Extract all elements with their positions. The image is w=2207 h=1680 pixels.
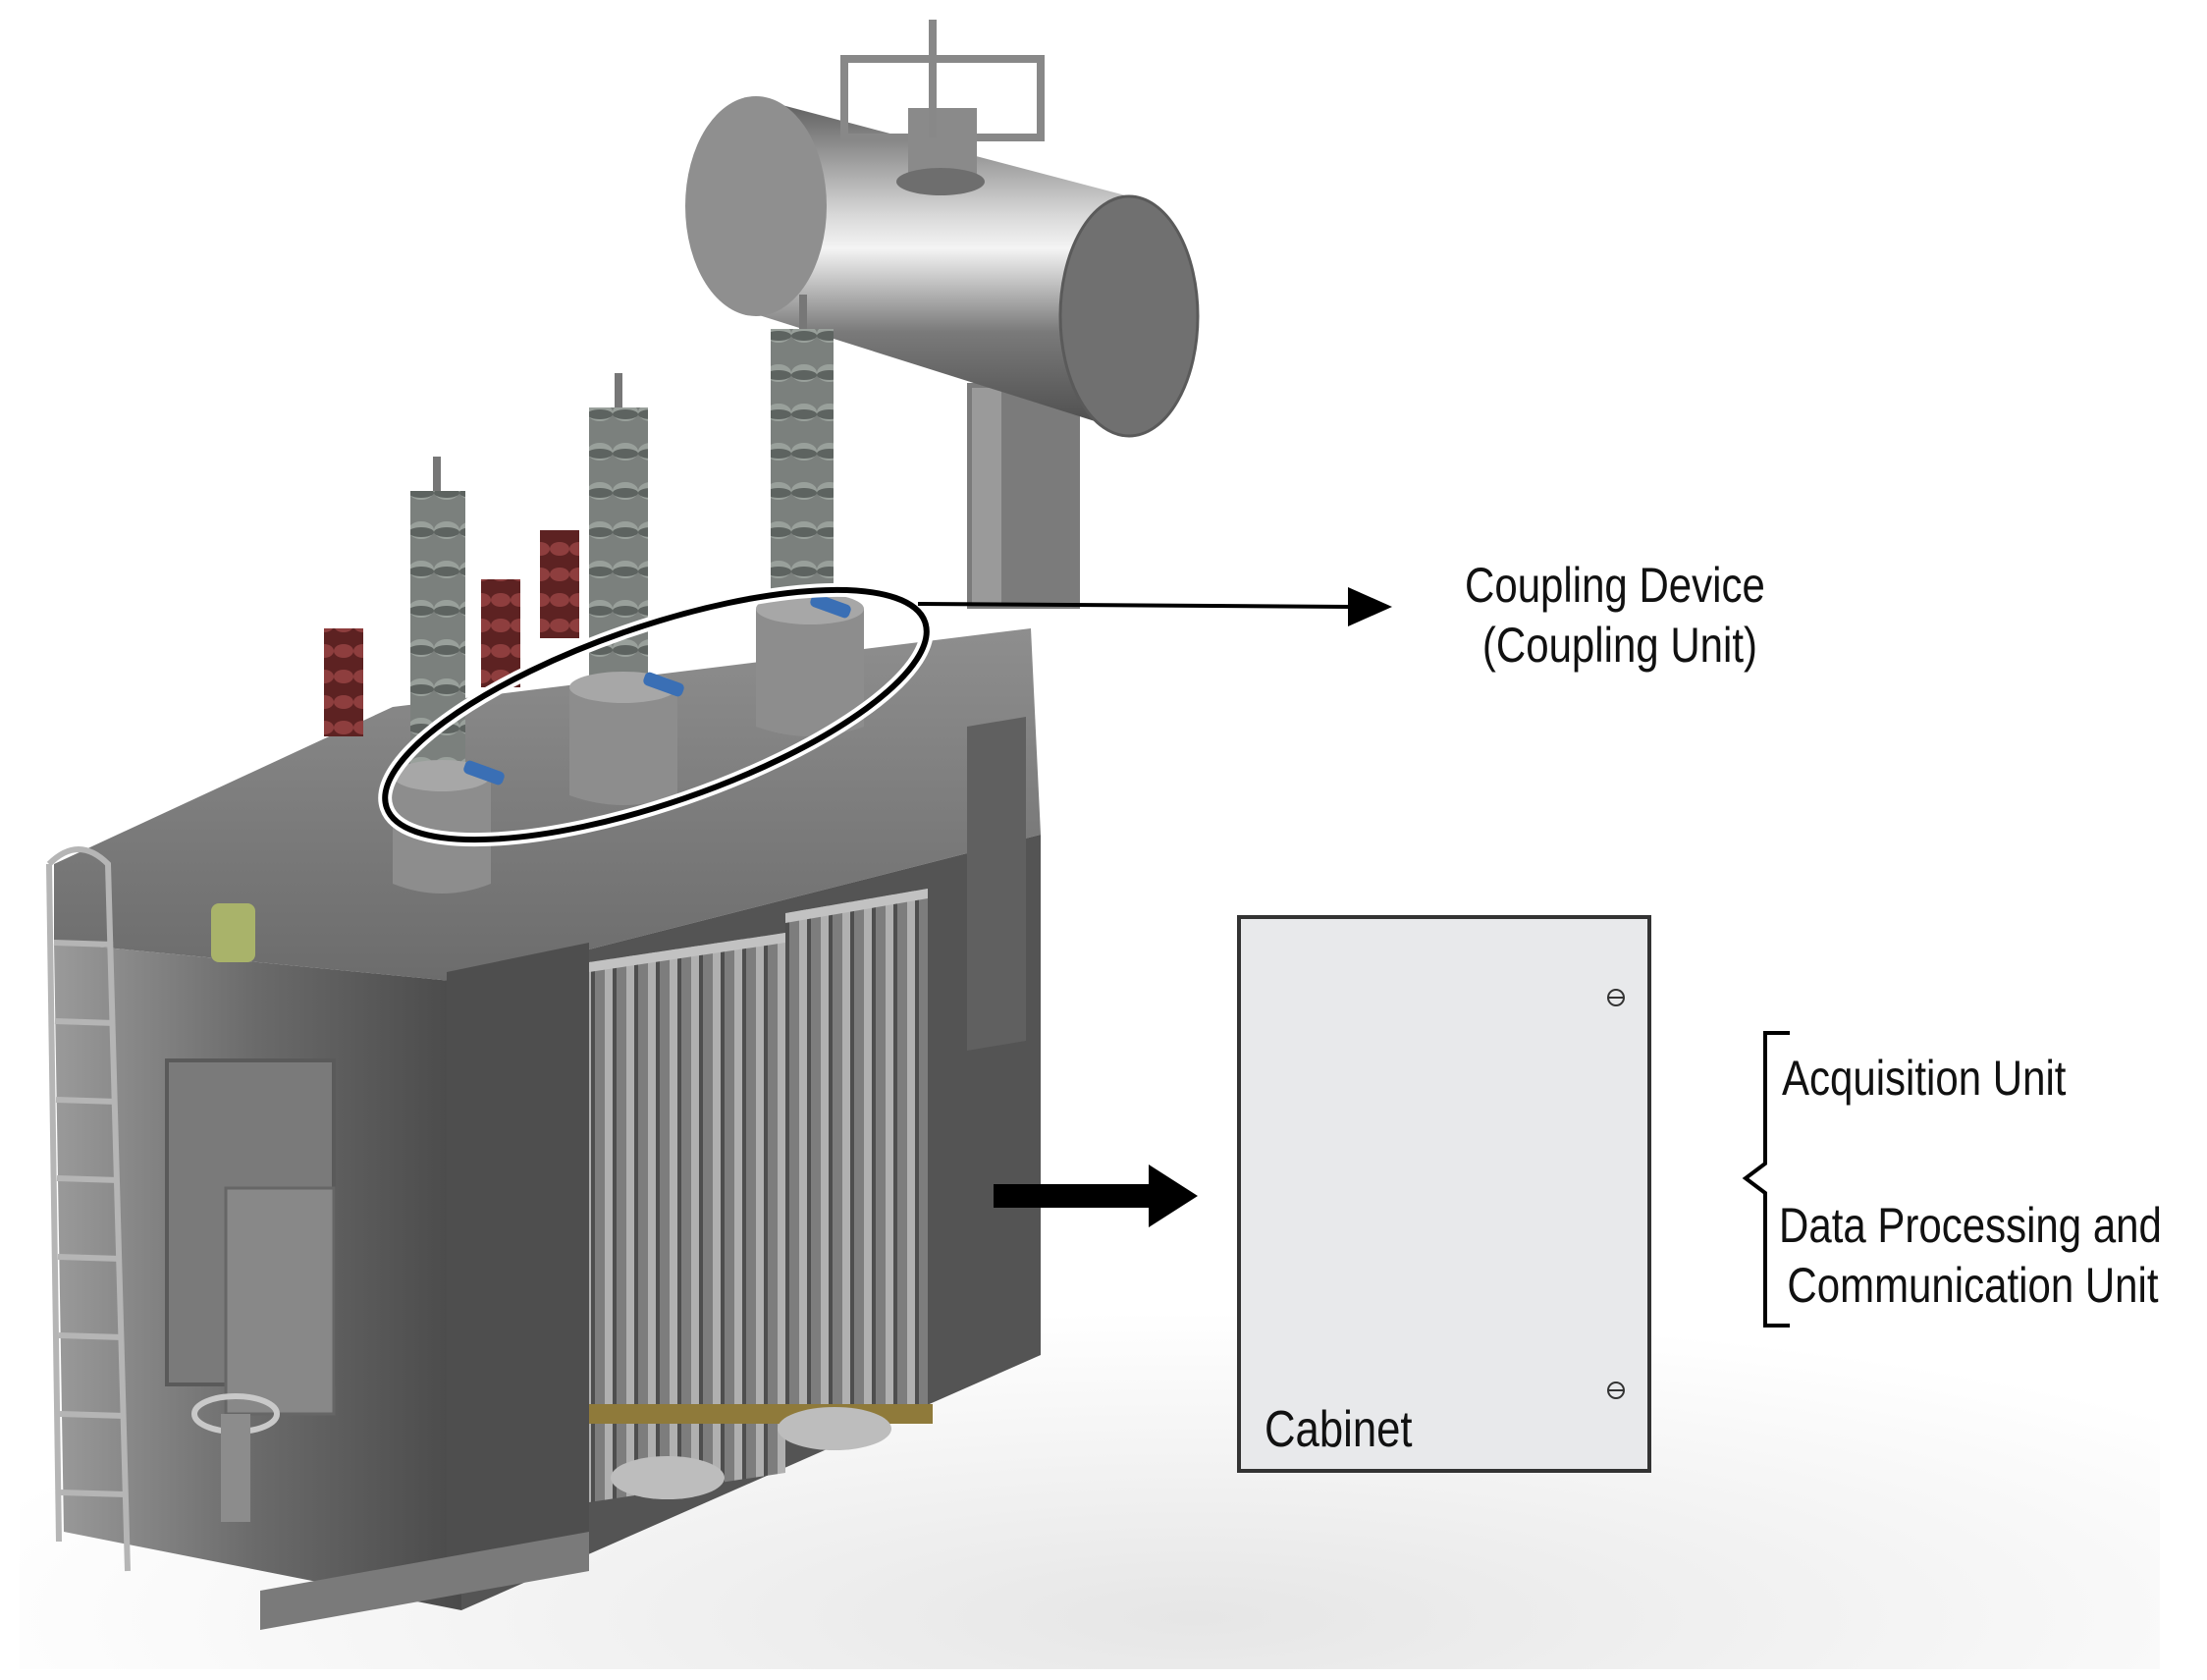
- conservator-tank: [685, 20, 1200, 609]
- data-processing-label: Data Processing and Communication Unit: [1779, 1196, 2162, 1316]
- data-processing-line2: Communication Unit: [1787, 1258, 2159, 1313]
- coupling-label-line1: Coupling Device: [1465, 558, 1765, 613]
- coupling-device-label: Coupling Device (Coupling Unit): [1465, 556, 1765, 676]
- units-bracket: [1742, 1031, 1790, 1328]
- coupling-arrow: [917, 587, 1392, 626]
- cabinet-box: [1237, 915, 1651, 1473]
- coupling-highlight-ellipse: [378, 582, 934, 847]
- coupling-label-line2: (Coupling Unit): [1481, 618, 1758, 673]
- cabinet-arrow: [994, 1165, 1198, 1227]
- data-processing-line1: Data Processing and: [1779, 1198, 2162, 1253]
- acquisition-unit-label: Acquisition Unit: [1782, 1051, 2067, 1106]
- lv-bushings: [324, 530, 579, 736]
- radiator-banks: [447, 889, 933, 1581]
- cabinet-label: Cabinet: [1265, 1401, 1413, 1458]
